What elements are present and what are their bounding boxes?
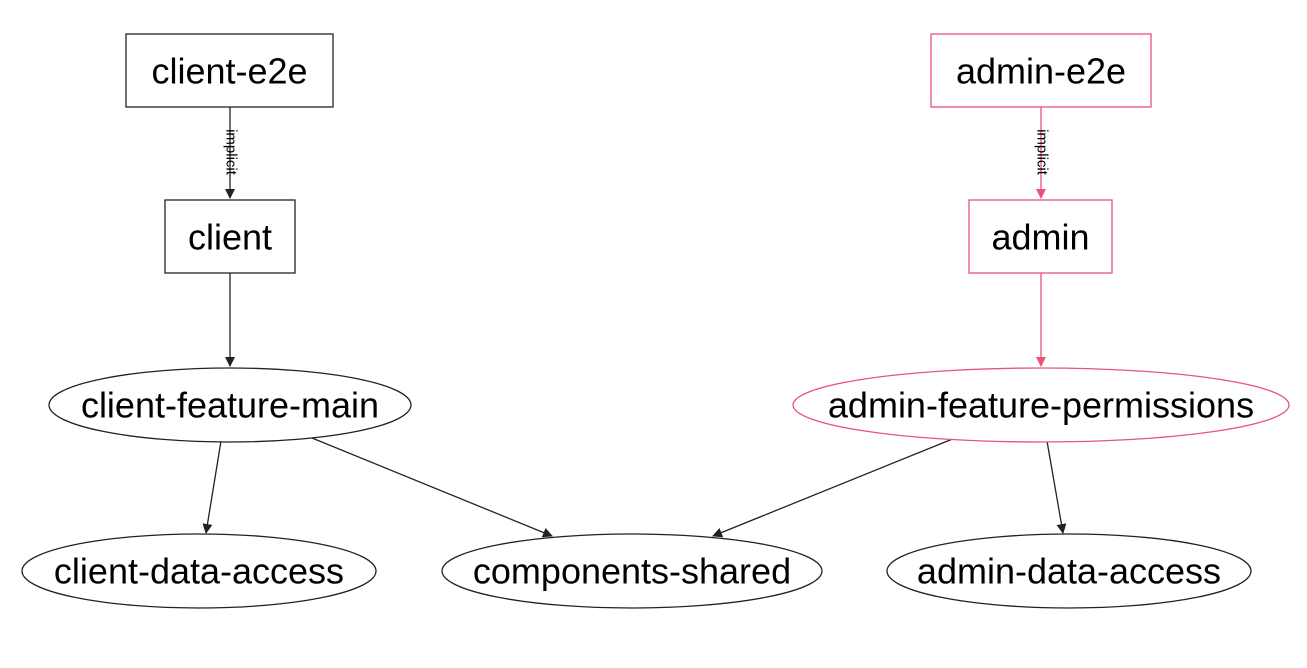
- edges: implicit implicit: [202, 107, 1067, 538]
- node-client[interactable]: client: [164, 199, 296, 274]
- node-ellipse: [48, 367, 412, 443]
- node-client-e2e[interactable]: client-e2e: [125, 33, 334, 108]
- node-label: admin-e2e: [956, 51, 1126, 92]
- node-admin[interactable]: admin: [968, 199, 1113, 274]
- node-box: [164, 199, 296, 274]
- node-label: client-data-access: [54, 551, 344, 592]
- node-label: components-shared: [473, 551, 791, 592]
- node-ellipse: [21, 533, 377, 609]
- node-label: admin: [991, 217, 1089, 258]
- edge-admin-feature-permissions-to-admin-data-access: [1046, 440, 1067, 534]
- edge-label-client-e2e-to-client: implicit: [223, 129, 240, 176]
- node-label: admin-data-access: [917, 551, 1221, 592]
- node-label: admin-feature-permissions: [828, 385, 1254, 426]
- node-client-feature-main[interactable]: client-feature-main: [48, 367, 412, 443]
- edge-client-feature-main-to-components-shared: [311, 437, 553, 538]
- node-admin-e2e[interactable]: admin-e2e: [930, 33, 1152, 108]
- node-components-shared[interactable]: components-shared: [441, 533, 823, 609]
- node-label: client: [188, 217, 272, 258]
- node-ellipse: [792, 367, 1290, 443]
- edge-label-admin-e2e-to-admin: implicit: [1034, 129, 1051, 176]
- nodes: client-e2e client client-feature-main cl…: [21, 33, 1290, 609]
- node-label: client-e2e: [151, 51, 307, 92]
- node-box: [968, 199, 1113, 274]
- node-client-data-access[interactable]: client-data-access: [21, 533, 377, 609]
- node-label: client-feature-main: [81, 385, 379, 426]
- node-admin-data-access[interactable]: admin-data-access: [886, 533, 1252, 609]
- node-ellipse: [441, 533, 823, 609]
- edge-admin-feature-permissions-to-components-shared: [712, 437, 956, 538]
- node-ellipse: [886, 533, 1252, 609]
- node-box: [930, 33, 1152, 108]
- node-admin-feature-permissions[interactable]: admin-feature-permissions: [792, 367, 1290, 443]
- edge-client-feature-main-to-client-data-access: [202, 440, 222, 534]
- node-box: [125, 33, 334, 108]
